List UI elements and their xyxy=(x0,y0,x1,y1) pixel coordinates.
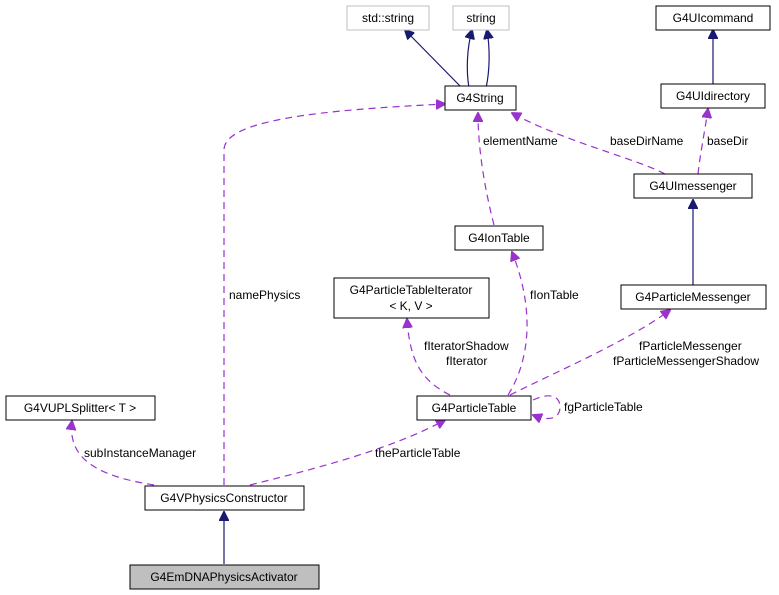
node-g4string[interactable]: G4String xyxy=(444,85,517,111)
node-g4uimessenger-label: G4UImessenger xyxy=(649,179,736,193)
node-g4uidirectory[interactable]: G4UIdirectory xyxy=(660,83,766,109)
label-theparticletable: theParticleTable xyxy=(375,446,461,460)
node-g4uicommand-label: G4UIcommand xyxy=(673,11,754,25)
edge-theparticletable xyxy=(249,420,445,486)
label-particlemessenger: fParticleMessenger xyxy=(639,339,742,353)
edge-basedirname xyxy=(512,113,666,175)
node-g4particletable[interactable]: G4ParticleTable xyxy=(416,395,532,421)
edge-iontable xyxy=(507,252,528,396)
node-g4particletableiterator[interactable]: G4ParticleTableIterator < K, V > xyxy=(333,277,490,319)
node-std-string-label: std::string xyxy=(362,11,414,25)
label-iontable: fIonTable xyxy=(530,288,579,302)
node-g4vphysicsconstructor[interactable]: G4VPhysicsConstructor xyxy=(144,485,305,511)
edge-basedir xyxy=(697,109,708,175)
node-g4vphysicsconstructor-label: G4VPhysicsConstructor xyxy=(160,491,287,505)
node-g4string-label: G4String xyxy=(456,91,503,105)
node-std-string[interactable]: std::string xyxy=(346,5,430,31)
label-iteratorshadow: fIteratorShadow xyxy=(424,339,509,353)
edge-string-std-string xyxy=(405,30,463,89)
node-g4iontable-label: G4IonTable xyxy=(468,231,530,245)
label-iterator: fIterator xyxy=(446,354,487,368)
node-g4iontable[interactable]: G4IonTable xyxy=(454,225,544,251)
edge-namephysics xyxy=(223,104,445,485)
label-basedirname: baseDirName xyxy=(610,134,684,148)
node-g4particletableiterator-label-line1: G4ParticleTableIterator xyxy=(350,283,473,297)
label-fgparticletable: fgParticleTable xyxy=(564,400,643,414)
node-g4uidirectory-label: G4UIdirectory xyxy=(676,89,750,103)
node-g4uicommand[interactable]: G4UIcommand xyxy=(655,5,771,31)
label-namephysics: namePhysics xyxy=(229,288,300,302)
node-g4vuplsplitter[interactable]: G4VUPLSplitter< T > xyxy=(5,395,156,421)
node-g4particlemessenger[interactable]: G4ParticleMessenger xyxy=(620,284,767,310)
edge-particlemessenger xyxy=(509,310,670,396)
label-particlemessengershadow: fParticleMessengerShadow xyxy=(613,354,759,368)
label-elementname: elementName xyxy=(483,134,558,148)
node-g4vuplsplitter-label: G4VUPLSplitter< T > xyxy=(24,401,136,415)
edge-string-string-right xyxy=(486,30,489,89)
node-g4uimessenger[interactable]: G4UImessenger xyxy=(633,173,753,199)
edge-string-string-left xyxy=(467,30,472,89)
node-g4emdnaphysicsactivator-label: G4EmDNAPhysicsActivator xyxy=(150,570,297,584)
edge-iterator xyxy=(407,319,451,396)
node-g4particletable-label: G4ParticleTable xyxy=(432,401,517,415)
node-string-label: string xyxy=(466,11,495,25)
label-subinstancemanager: subInstanceManager xyxy=(84,446,196,460)
node-g4emdnaphysicsactivator: G4EmDNAPhysicsActivator xyxy=(129,564,320,590)
node-string[interactable]: string xyxy=(452,5,510,31)
edge-fgparticletable xyxy=(533,395,561,419)
node-g4particlemessenger-label: G4ParticleMessenger xyxy=(635,290,750,304)
label-basedir: baseDir xyxy=(707,134,748,148)
node-g4particletableiterator-label-line2: < K, V > xyxy=(389,299,432,313)
edge-elementname xyxy=(478,113,495,226)
